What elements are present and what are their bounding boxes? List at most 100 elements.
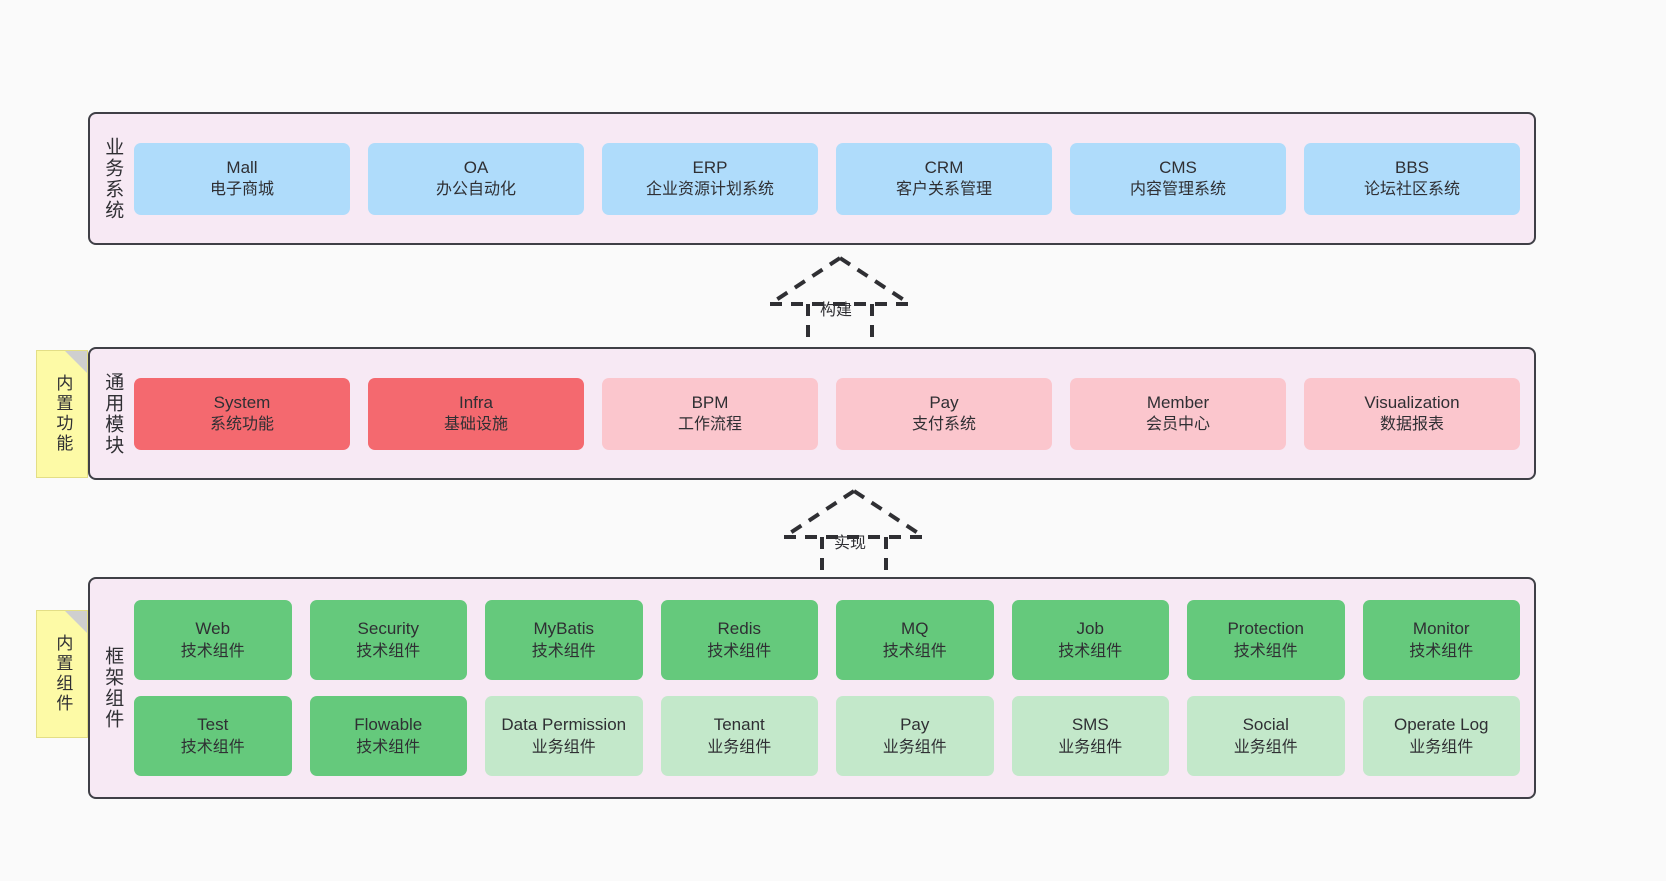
card-web[interactable]: Web 技术组件 (134, 600, 292, 680)
card-crm[interactable]: CRM 客户关系管理 (836, 142, 1052, 215)
card-infra[interactable]: Infra 基础设施 (368, 377, 584, 450)
card-protection[interactable]: Protection 技术组件 (1187, 600, 1345, 680)
card-title: ERP (692, 157, 728, 177)
card-mybatis[interactable]: MyBatis 技术组件 (485, 600, 643, 680)
card-title: Job (1076, 619, 1104, 639)
card-test[interactable]: Test 技术组件 (134, 696, 292, 776)
card-system[interactable]: System 系统功能 (134, 377, 350, 450)
card-title: Operate Log (1393, 715, 1489, 735)
card-oa[interactable]: OA 办公自动化 (368, 142, 584, 215)
card-data-permission[interactable]: Data Permission 业务组件 (485, 696, 643, 776)
card-subtitle: 技术组件 (1233, 642, 1298, 660)
card-row: Test 技术组件 Flowable 技术组件 Data Permission … (134, 696, 1520, 776)
arrow-label-build: 构建 (820, 302, 853, 319)
card-subtitle: 系统功能 (209, 416, 274, 434)
card-subtitle: 业务组件 (531, 738, 596, 756)
card-tenant[interactable]: Tenant 业务组件 (660, 696, 818, 776)
card-sms[interactable]: SMS 业务组件 (1011, 696, 1169, 776)
card-title: Data Permission (501, 715, 627, 735)
card-row: Web 技术组件 Security 技术组件 MyBatis 技术组件 Redi… (134, 600, 1520, 680)
card-security[interactable]: Security 技术组件 (309, 600, 467, 680)
layer-body-modules: System 系统功能 Infra 基础设施 BPM 工作流程 Pay 支付系统… (134, 349, 1534, 478)
card-title: Visualization (1364, 392, 1460, 412)
card-subtitle: 技术组件 (707, 642, 772, 660)
card-title: BPM (691, 392, 729, 412)
layer-title-framework: 框架组件 (102, 646, 124, 730)
card-visualization[interactable]: Visualization 数据报表 (1304, 377, 1520, 450)
card-title: CRM (924, 157, 964, 177)
card-mall[interactable]: Mall 电子商城 (134, 142, 350, 215)
sticky-note-builtin-functions: 内置功能 (36, 350, 88, 478)
card-subtitle: 论坛社区系统 (1363, 181, 1460, 199)
card-title: Test (197, 715, 229, 735)
layer-title-modules: 通用模块 (102, 371, 124, 456)
arrow-head-right-edge (852, 489, 926, 539)
card-social[interactable]: Social 业务组件 (1187, 696, 1345, 776)
card-title: Member (1146, 392, 1210, 412)
card-subtitle: 内容管理系统 (1129, 181, 1226, 199)
card-subtitle: 数据报表 (1379, 416, 1444, 434)
card-job[interactable]: Job 技术组件 (1011, 600, 1169, 680)
layer-body-framework: Web 技术组件 Security 技术组件 MyBatis 技术组件 Redi… (134, 579, 1534, 797)
card-row: Mall 电子商城 OA 办公自动化 ERP 企业资源计划系统 CRM 客户关系… (134, 142, 1520, 215)
card-subtitle: 技术组件 (356, 738, 421, 756)
card-subtitle: 支付系统 (911, 416, 976, 434)
card-pay-module[interactable]: Pay 支付系统 (836, 377, 1052, 450)
card-subtitle: 技术组件 (531, 642, 596, 660)
arrow-head-right-edge (838, 256, 912, 306)
arrow-implement: 实现 (774, 485, 934, 577)
card-subtitle: 企业资源计划系统 (645, 181, 774, 199)
card-monitor[interactable]: Monitor 技术组件 (1362, 600, 1520, 680)
card-bpm[interactable]: BPM 工作流程 (602, 377, 818, 450)
card-operate-log[interactable]: Operate Log 业务组件 (1362, 696, 1520, 776)
card-subtitle: 技术组件 (356, 642, 421, 660)
layer-business-systems: 业务系统 Mall 电子商城 OA 办公自动化 ERP 企业资源计划系统 CRM… (88, 112, 1536, 245)
layer-title-business: 业务系统 (102, 136, 124, 221)
card-title: Redis (717, 619, 761, 639)
folded-corner-icon (65, 611, 87, 633)
card-title: Tenant (713, 715, 765, 735)
arrow-label-implement: 实现 (834, 535, 867, 552)
card-subtitle: 业务组件 (1058, 738, 1123, 756)
card-bbs[interactable]: BBS 论坛社区系统 (1304, 142, 1520, 215)
card-title: CMS (1159, 157, 1197, 177)
card-subtitle: 业务组件 (882, 738, 947, 756)
card-subtitle: 工作流程 (677, 416, 742, 434)
card-subtitle: 基础设施 (443, 416, 508, 434)
card-subtitle: 技术组件 (1409, 642, 1474, 660)
sticky-note-label: 内置组件 (53, 634, 73, 714)
card-subtitle: 办公自动化 (435, 181, 516, 199)
sticky-note-label: 内置功能 (53, 374, 73, 454)
card-title: Pay (900, 715, 930, 735)
card-title: Security (357, 619, 419, 639)
card-redis[interactable]: Redis 技术组件 (660, 600, 818, 680)
card-subtitle: 电子商城 (209, 181, 274, 199)
card-title: Protection (1227, 619, 1305, 639)
card-subtitle: 技术组件 (180, 738, 245, 756)
card-subtitle: 业务组件 (1409, 738, 1474, 756)
sticky-note-builtin-components: 内置组件 (36, 610, 88, 738)
card-title: MyBatis (533, 619, 594, 639)
card-title: Flowable (354, 715, 423, 735)
card-row: System 系统功能 Infra 基础设施 BPM 工作流程 Pay 支付系统… (134, 377, 1520, 450)
layer-body-business: Mall 电子商城 OA 办公自动化 ERP 企业资源计划系统 CRM 客户关系… (134, 114, 1534, 243)
card-subtitle: 业务组件 (1233, 738, 1298, 756)
card-title: Social (1242, 715, 1289, 735)
arrow-head-left-edge (768, 256, 842, 306)
card-title: Pay (929, 392, 959, 412)
card-subtitle: 技术组件 (882, 642, 947, 660)
card-member[interactable]: Member 会员中心 (1070, 377, 1286, 450)
card-title: SMS (1071, 715, 1109, 735)
card-title: BBS (1394, 157, 1430, 177)
card-mq[interactable]: MQ 技术组件 (836, 600, 994, 680)
card-cms[interactable]: CMS 内容管理系统 (1070, 142, 1286, 215)
card-subtitle: 技术组件 (1058, 642, 1123, 660)
card-title: Mall (226, 157, 258, 177)
card-pay-component[interactable]: Pay 业务组件 (836, 696, 994, 776)
card-subtitle: 业务组件 (707, 738, 772, 756)
card-erp[interactable]: ERP 企业资源计划系统 (602, 142, 818, 215)
card-flowable[interactable]: Flowable 技术组件 (309, 696, 467, 776)
card-title: OA (463, 157, 489, 177)
card-title: Monitor (1412, 619, 1470, 639)
